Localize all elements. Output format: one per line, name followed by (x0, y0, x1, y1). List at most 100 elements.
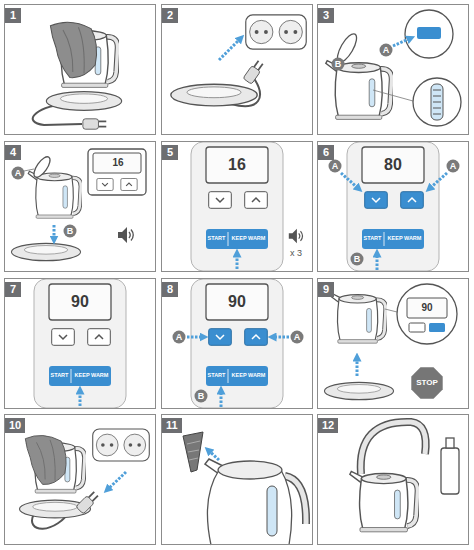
step-10-art-part (93, 429, 150, 461)
step-number: 1 (5, 8, 21, 23)
step-number: 12 (318, 418, 338, 433)
button-label: KEEP WARM (75, 373, 109, 379)
step-8-art-part (245, 329, 268, 346)
step-6-art (341, 142, 447, 271)
step-number: 9 (318, 282, 334, 297)
step-2-art-part (171, 84, 257, 106)
button-label: KEEP WARM (388, 236, 422, 242)
step-11-art-part (267, 486, 277, 536)
step-number: 7 (5, 282, 21, 297)
display-reading: 80 (384, 157, 402, 173)
step-7-art-part (79, 390, 82, 406)
callout-letter: A (329, 160, 342, 173)
step-11-art-part (208, 450, 219, 460)
callout-letter: A (447, 160, 460, 173)
step-4-art-part (31, 154, 53, 179)
button-label: START (364, 236, 382, 242)
step-number: 4 (5, 145, 21, 160)
step-3-art-part (413, 78, 461, 126)
callout-letter: B (351, 253, 364, 266)
step-8-art-part (191, 279, 283, 408)
step-12-art-part (361, 422, 426, 474)
step-2-art-part (219, 38, 241, 60)
step-12-art-part (446, 438, 454, 448)
button-label: START (51, 373, 69, 379)
step-number: 5 (162, 145, 178, 160)
step-5-art-part (245, 192, 268, 209)
step-10-art-part (76, 490, 100, 514)
step-panel: 12 (317, 414, 469, 545)
step-6-art-part (376, 253, 379, 270)
step-1-art-part (50, 22, 96, 78)
button-label: KEEP WARM (232, 373, 266, 379)
step-2-art (171, 15, 306, 106)
step-8-art-part (272, 336, 289, 339)
step-7-art-part (52, 329, 75, 346)
step-9-art-part (407, 298, 447, 318)
step-12-art-part (350, 471, 418, 531)
step-10-art (19, 429, 149, 529)
step-4-art-part (118, 227, 133, 243)
step-9-art-part (356, 357, 359, 376)
step-6-art-part (347, 142, 439, 271)
step-panel: 11 (161, 414, 313, 545)
step-number: 3 (318, 8, 334, 23)
step-number: 2 (162, 8, 178, 23)
step-4-art (11, 149, 146, 261)
step-3-art-part (373, 90, 413, 101)
callout-letter: B (195, 390, 208, 403)
step-10-art-part (107, 472, 126, 490)
step-4-art-part (24, 169, 34, 171)
step-number: 6 (318, 145, 334, 160)
step-6-art-part (401, 192, 424, 209)
step-5-art-part (289, 229, 303, 243)
step-2-art-part (246, 15, 306, 49)
step-12-art-part (361, 422, 426, 474)
step-panel: 1 (4, 4, 156, 135)
step-9-art-part (409, 323, 425, 332)
display-reading: 16 (228, 157, 246, 173)
step-8-art (187, 279, 289, 408)
step-6-art-part (429, 173, 447, 189)
step-4-art-part (93, 153, 141, 173)
step-4-art-part (88, 149, 146, 195)
step-11-art-part (183, 432, 203, 472)
step-5-art-part (236, 253, 239, 269)
step-5-art-part (209, 192, 232, 209)
step-5-art (191, 142, 303, 271)
step-panel: 10 (4, 414, 156, 545)
step-6-art-part (341, 173, 359, 189)
step-3-art (326, 10, 461, 126)
step-4-art-part (53, 225, 56, 240)
step-9-art-part (385, 309, 397, 312)
callout-letter: A (380, 44, 393, 57)
step-number: 10 (5, 418, 25, 433)
step-4-art-part (97, 179, 113, 191)
callout-letter: A (173, 331, 186, 344)
step-9-art-part (411, 367, 442, 398)
step-9-art-part (329, 293, 385, 343)
callout-letter: B (332, 58, 345, 71)
step-3-art-part (405, 10, 453, 58)
step-4-art-part (11, 243, 80, 260)
step-5-art-part (191, 142, 283, 271)
button-label: START (208, 373, 226, 379)
step-8-art-part (187, 336, 204, 339)
step-9-art-part (397, 284, 457, 344)
step-7-art (34, 279, 126, 408)
button-label: KEEP WARM (232, 236, 266, 242)
step-1-art (33, 22, 122, 129)
display-reading: 16 (112, 158, 123, 168)
step-1-art-part (83, 119, 106, 129)
stop-sign-text: STOP (416, 379, 438, 387)
step-12-art-part (441, 448, 459, 494)
step-1-art-part (46, 92, 121, 111)
step-3-art-part (433, 90, 441, 114)
step-3-art-part (417, 27, 441, 39)
step-9-art-part (429, 323, 445, 332)
step-9-art (324, 284, 457, 400)
step-8-art-part (220, 390, 223, 407)
callout-letter: A (291, 331, 304, 344)
step-panel: 2 (161, 4, 313, 135)
